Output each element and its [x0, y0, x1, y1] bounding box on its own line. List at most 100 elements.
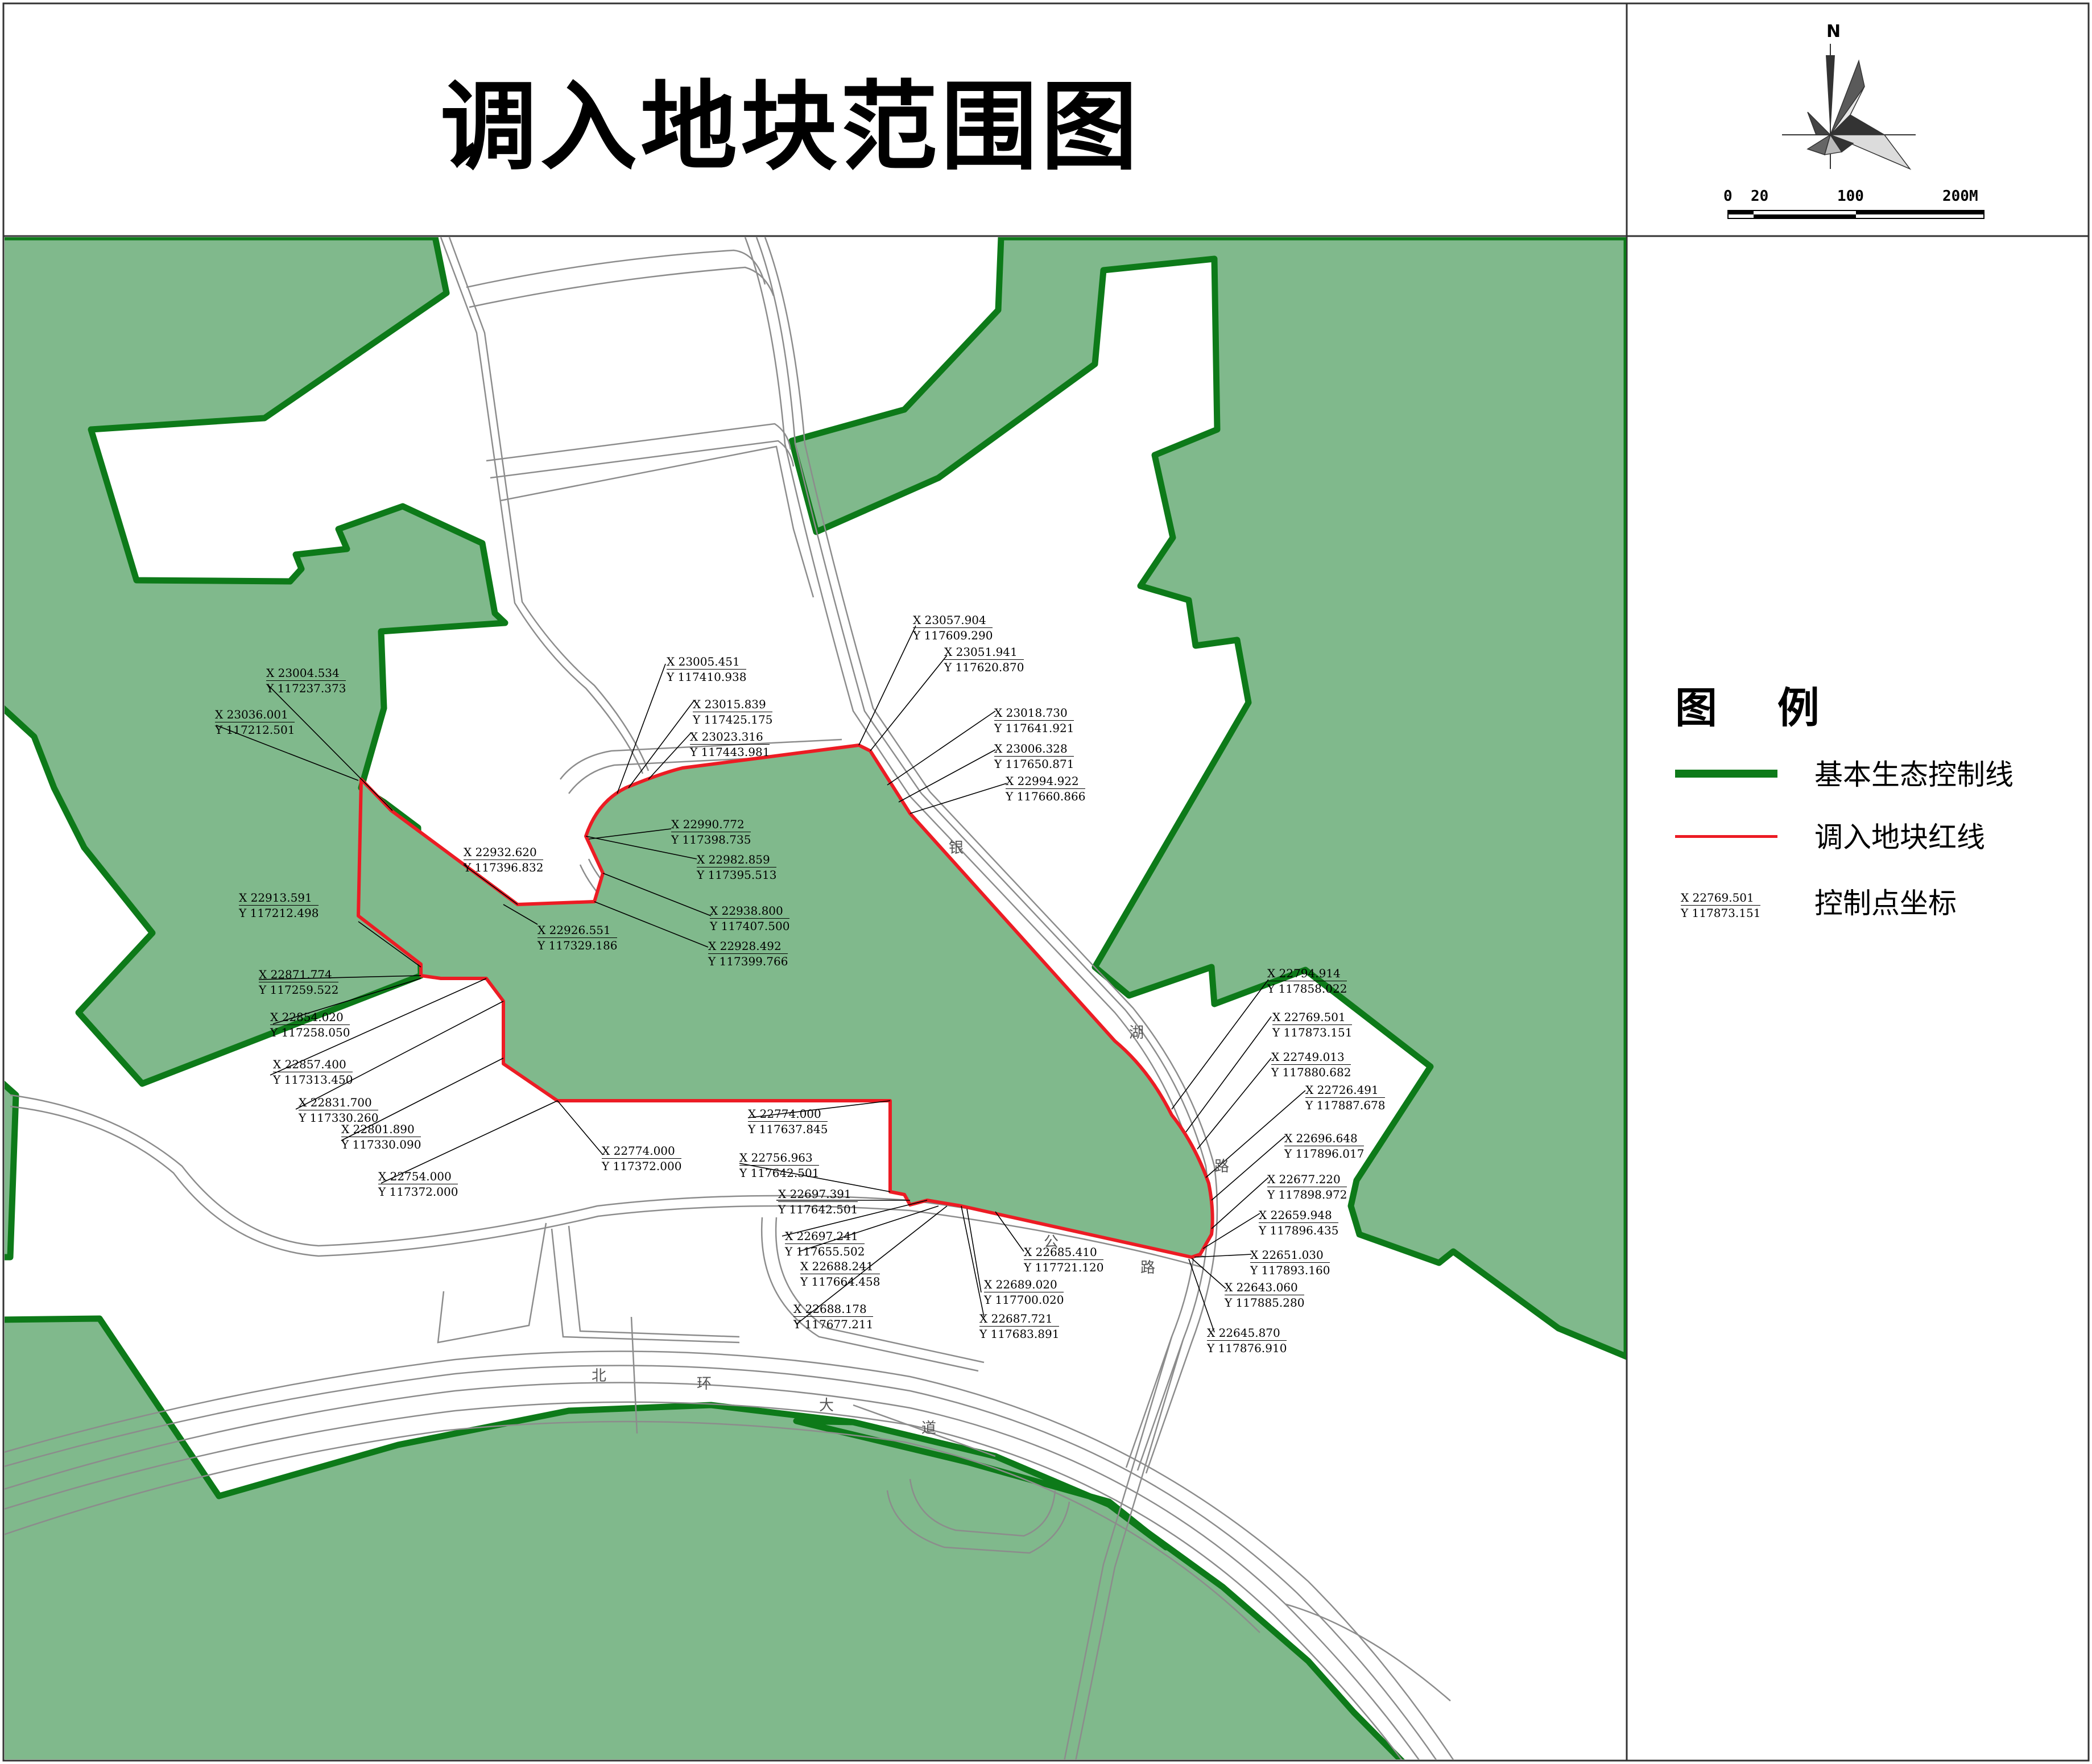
road-name-label: 路 — [1140, 1259, 1156, 1276]
control-point-x: X 22871.774 — [259, 967, 339, 982]
control-point-y: Y 117330.260 — [299, 1111, 379, 1125]
control-point-x: X 23015.839 — [693, 697, 773, 712]
control-point-x: X 23004.534 — [266, 666, 346, 681]
control-point-x: X 22687.721 — [979, 1311, 1060, 1327]
control-point-x: X 22913.591 — [239, 890, 319, 906]
control-point-y: Y 117372.000 — [378, 1185, 458, 1199]
road-network — [5, 237, 1454, 1759]
control-point-y: Y 117887.678 — [1305, 1098, 1386, 1112]
control-point-y: Y 117330.090 — [341, 1138, 421, 1151]
control-point-y: Y 117410.938 — [667, 670, 747, 684]
control-point-y: Y 117896.017 — [1284, 1147, 1365, 1160]
control-point-x: X 22774.000 — [602, 1143, 682, 1159]
legend-label-coordinates: 控制点坐标 — [1814, 887, 1957, 920]
control-point-y: Y 117721.120 — [1024, 1261, 1104, 1274]
north-arrow — [1782, 44, 1916, 170]
control-point-y: Y 117876.910 — [1207, 1341, 1287, 1355]
control-point-y: Y 117873.151 — [1272, 1026, 1353, 1039]
map-title: 调入地块范围图 — [0, 0, 1627, 236]
road-name-label: 湖 — [1129, 1024, 1144, 1042]
control-point-y: Y 117893.160 — [1250, 1263, 1330, 1277]
control-point-y: Y 117212.501 — [215, 723, 295, 737]
control-point-x: X 23006.328 — [994, 741, 1074, 757]
control-point-y: Y 117212.498 — [239, 906, 319, 920]
control-point-y: Y 117642.501 — [739, 1166, 820, 1180]
control-point-x: X 22685.410 — [1024, 1245, 1104, 1260]
legend-item-eco-line — [1675, 751, 1777, 796]
control-point-x: X 22749.013 — [1271, 1050, 1351, 1065]
control-point-x: X 22928.492 — [708, 939, 788, 954]
control-point-y: Y 117399.766 — [708, 955, 788, 968]
road-name-label: 大 — [819, 1397, 834, 1414]
control-point-x: X 22932.620 — [464, 845, 544, 860]
control-point-x: X 23057.904 — [913, 613, 993, 628]
coordinate-sample-x: X 22769.501 — [1681, 890, 1761, 906]
control-point-x: X 22857.400 — [273, 1057, 353, 1072]
road-name-label: 环 — [697, 1375, 712, 1393]
control-point-x: X 22854.020 — [270, 1010, 350, 1025]
control-point-x: X 22769.501 — [1272, 1010, 1353, 1025]
control-point-x: X 22726.491 — [1305, 1083, 1386, 1098]
control-point-x: X 22696.648 — [1284, 1131, 1365, 1146]
road-name-label: 北 — [592, 1368, 607, 1385]
control-point-y: Y 117885.280 — [1225, 1296, 1305, 1309]
control-point-y: Y 117443.981 — [690, 745, 770, 759]
adjusted-parcel — [357, 743, 1214, 1259]
control-point-x: X 22926.551 — [538, 923, 618, 938]
control-point-y: Y 117398.735 — [671, 833, 751, 846]
control-point-x: X 22697.241 — [785, 1229, 865, 1244]
legend-title: 图 例 — [1675, 684, 1842, 733]
control-point-y: Y 117396.832 — [464, 861, 544, 874]
control-point-y: Y 117664.458 — [800, 1275, 880, 1288]
control-point-y: Y 117898.972 — [1267, 1188, 1347, 1201]
control-point-x: X 23023.316 — [690, 729, 770, 745]
scale-label-0: 0 — [1723, 188, 1733, 205]
control-point-x: X 22688.241 — [800, 1259, 880, 1274]
control-point-y: Y 117700.020 — [984, 1293, 1064, 1307]
control-point-y: Y 117258.050 — [270, 1026, 350, 1039]
road-name-label: 银 — [949, 840, 964, 857]
control-point-x: X 22756.963 — [739, 1150, 820, 1166]
parcel-line-swatch-icon — [1675, 835, 1777, 838]
control-point-y: Y 117609.290 — [913, 629, 993, 642]
control-point-x: X 22651.030 — [1250, 1247, 1330, 1263]
control-point-y: Y 117655.502 — [785, 1245, 865, 1258]
control-point-y: Y 117329.186 — [538, 939, 618, 952]
control-point-x: X 22645.870 — [1207, 1325, 1287, 1341]
control-point-x: X 23036.001 — [215, 707, 295, 722]
control-point-y: Y 117660.866 — [1006, 790, 1086, 803]
control-point-x: X 22982.859 — [697, 852, 777, 867]
control-point-x: X 22794.914 — [1267, 966, 1347, 981]
legend-label-eco-line: 基本生态控制线 — [1814, 758, 2014, 791]
control-point-x: X 22938.800 — [710, 903, 790, 919]
scale-bar — [1727, 210, 1984, 219]
legend-label-parcel-line: 调入地块红线 — [1814, 821, 1985, 854]
